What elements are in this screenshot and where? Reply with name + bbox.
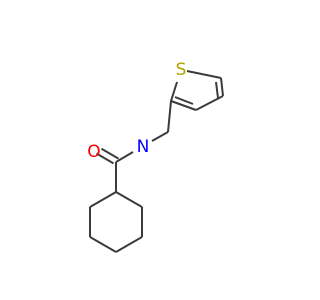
- bond-carbonyl-double-b: [100, 147, 120, 160]
- bond-thiophene-c2-s: [170, 81, 178, 102]
- bond-carbonyl-nitrogen: [115, 151, 134, 163]
- bond-ring-c6-c1: [115, 191, 143, 208]
- bond-thiophene-s-c5: [186, 70, 222, 79]
- bond-thiophene-c5-c4-inner: [215, 81, 219, 99]
- atom-oxygen: O: [87, 142, 100, 162]
- bond-carbonyl-double-a: [95, 152, 115, 165]
- atom-sulfur: S: [176, 60, 187, 80]
- bond-thiophene-c3-c2-inner: [174, 96, 194, 105]
- bond-nitrogen-methylene: [151, 131, 169, 142]
- structure-canvas: O N S: [87, 60, 224, 253]
- bond-ring-c3-c4: [89, 236, 117, 253]
- bond-ring-c1-c2: [89, 191, 117, 208]
- bond-thiophene-c4-c3: [195, 95, 224, 111]
- bond-thiophene-c3-c2: [170, 100, 197, 111]
- molecule-structure: O N S: [87, 60, 224, 253]
- bond-ring-c4-c5: [115, 236, 143, 253]
- bond-thiophene-c5-c4: [220, 77, 224, 97]
- bond-methylene-thiophene: [167, 100, 172, 133]
- atom-nitrogen: N: [137, 137, 150, 157]
